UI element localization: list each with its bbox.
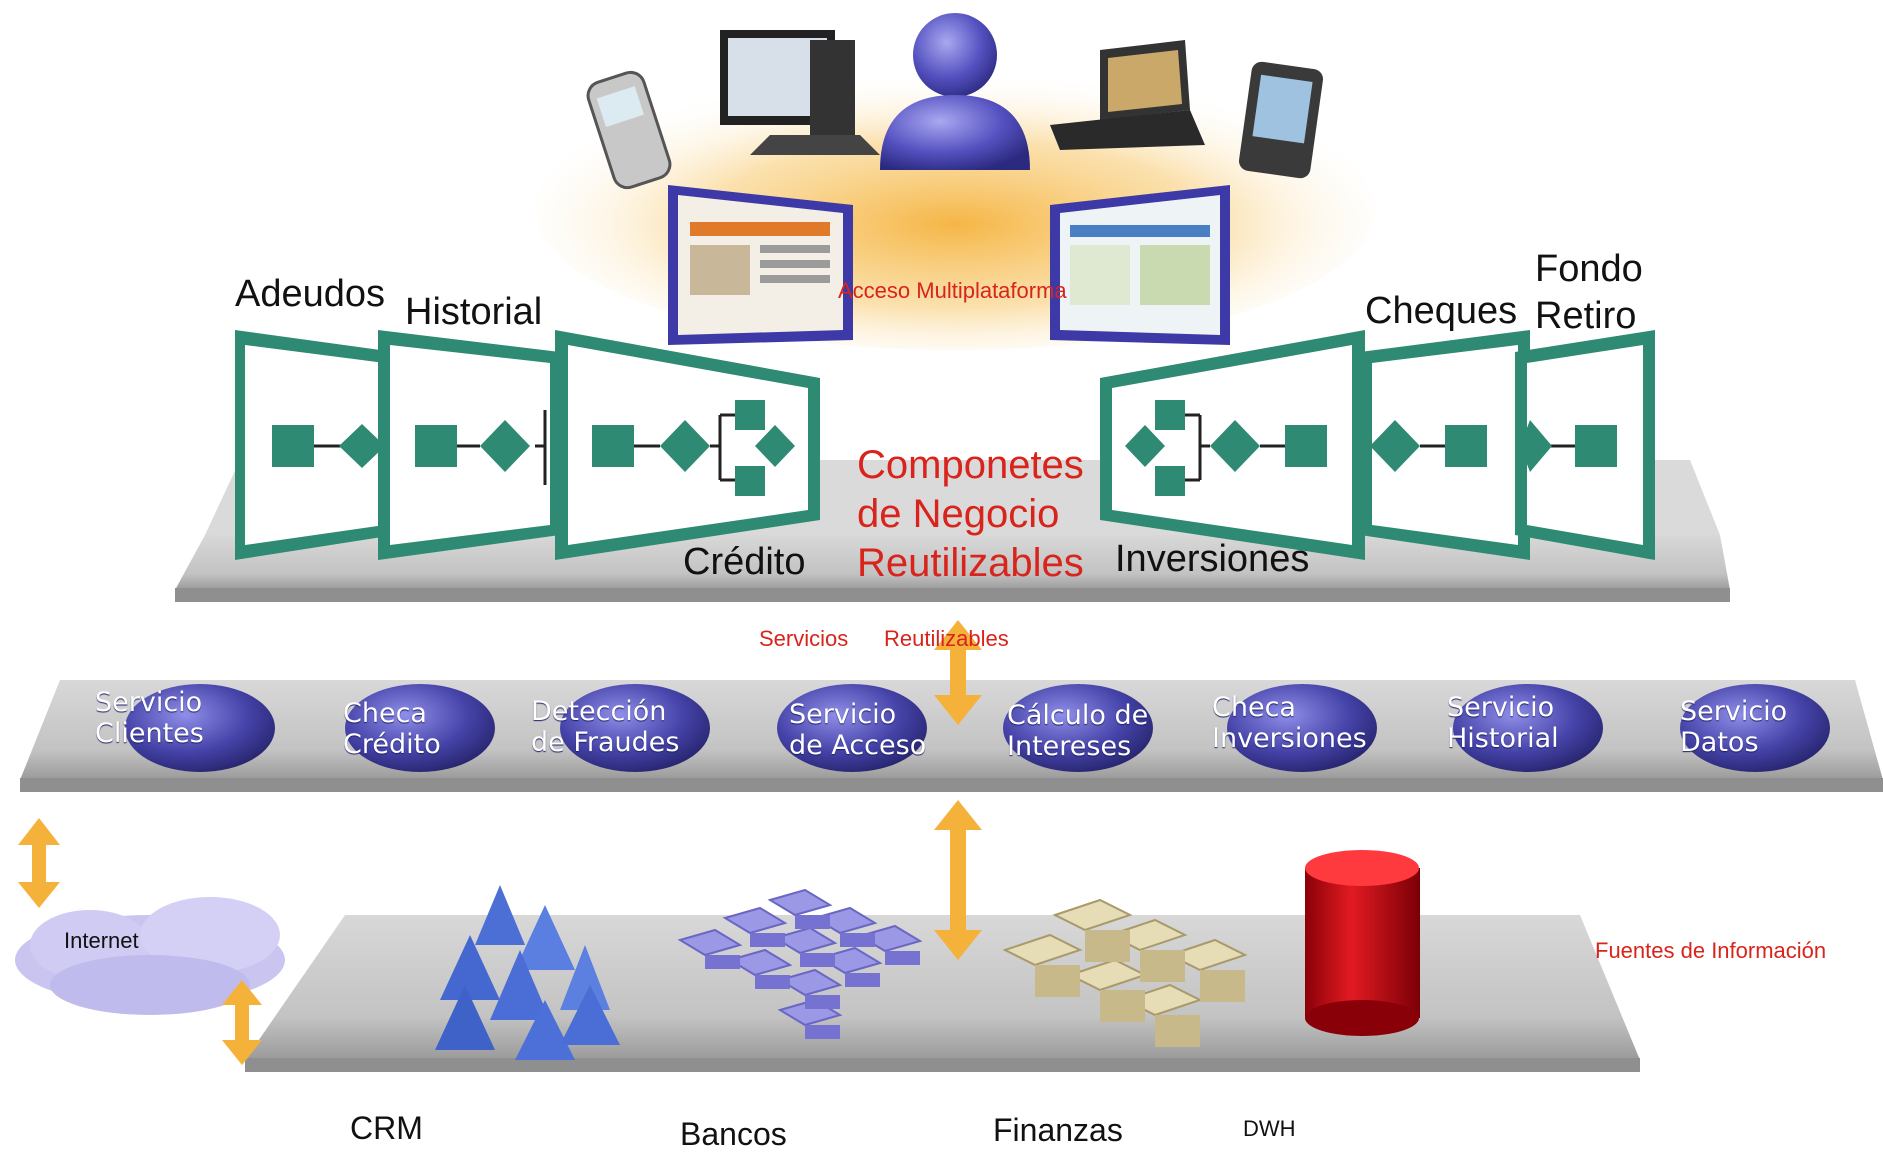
service-line: Historial: [1447, 723, 1559, 755]
process-frame-inversiones: [1100, 330, 1365, 560]
laptop-icon: [1050, 40, 1205, 150]
desktop-computer-icon: [720, 30, 880, 155]
service-disc: [1003, 684, 1153, 772]
service-line: Crédito: [343, 729, 441, 761]
double-arrow-internet-services: [18, 818, 60, 908]
component-label-credito: Crédito: [683, 541, 806, 583]
sources-title: Fuentes de Información: [1595, 938, 1827, 963]
services-platform: [20, 680, 1883, 792]
service-calculo-intereses: Cálculo de Intereses: [1007, 700, 1187, 762]
service-disc: [125, 684, 275, 772]
service-disc: [1680, 684, 1830, 772]
cloud-icon: [15, 897, 285, 1015]
blocks-icon: [1002, 898, 1248, 1047]
components-title-line: de Negocio: [857, 491, 1060, 536]
service-line: Servicio: [1680, 696, 1788, 727]
service-checa-inversiones: Checa Inversiones: [1212, 692, 1392, 754]
components-title-line: Reutilizables: [857, 540, 1084, 585]
component-label-historial: Historial: [405, 291, 543, 333]
service-checa-credito: Checa Crédito: [343, 698, 523, 760]
service-line: Inversiones: [1212, 723, 1367, 755]
double-arrow-sources-services: [934, 800, 982, 960]
service-line: Clientes: [95, 718, 204, 750]
service-line: de Acceso: [789, 730, 927, 762]
service-line: de Fraudes: [531, 727, 680, 759]
component-label-inversiones: Inversiones: [1115, 538, 1310, 580]
service-acceso: Servicio de Acceso: [789, 699, 969, 761]
service-deteccion-fraudes: Detección de Fraudes: [531, 696, 711, 758]
service-disc: [345, 684, 495, 772]
service-line: Servicio: [789, 699, 897, 730]
pda-icon: [1238, 61, 1324, 179]
process-frame-fondo-retiro: [1515, 330, 1655, 560]
service-clientes: Servicio Clientes: [95, 687, 275, 749]
service-disc: [1227, 684, 1377, 772]
internet-label: Internet: [64, 928, 139, 953]
service-line: Intereses: [1007, 731, 1132, 763]
user-icon: [880, 13, 1030, 170]
component-label-adeudos: Adeudos: [235, 273, 386, 315]
component-label-cheques: Cheques: [1365, 290, 1518, 332]
service-line: Cálculo de: [1007, 700, 1149, 731]
browser-window-icon: [1050, 185, 1230, 345]
browser-window-icon: [668, 185, 853, 345]
services-label-1: Servicios: [759, 626, 849, 651]
component-label-fondo: Fondo: [1535, 248, 1643, 290]
service-line: Detección: [531, 696, 667, 727]
access-label: Acceso Multiplataforma: [838, 278, 1067, 303]
service-line: Servicio: [95, 687, 203, 718]
double-arrow-internet-sources: [222, 980, 262, 1065]
service-disc: [1453, 684, 1603, 772]
process-frame-historial: [378, 330, 560, 560]
database-icon: [1305, 850, 1420, 1036]
source-label-finanzas: Finanzas: [993, 1112, 1123, 1148]
process-frame-adeudos: [235, 330, 395, 560]
service-line: Checa: [343, 698, 427, 729]
service-line: Datos: [1680, 727, 1759, 759]
service-discs: [125, 684, 1830, 772]
process-frame-cheques: [1360, 330, 1530, 560]
component-label-retiro: Retiro: [1535, 295, 1637, 337]
pyramids-icon: [435, 885, 620, 1060]
service-historial: Servicio Historial: [1447, 692, 1627, 754]
service-disc: [560, 684, 710, 772]
service-line: Servicio: [1447, 692, 1555, 723]
double-arrow-services-components: [934, 620, 982, 725]
source-label-crm: CRM: [350, 1110, 423, 1146]
service-line: Checa: [1212, 692, 1296, 723]
process-frame-credito: [555, 330, 820, 560]
components-title-line: Componetes: [857, 443, 1084, 487]
cubes-icon: [677, 888, 923, 1039]
source-label-dwh: DWH: [1243, 1116, 1296, 1141]
service-disc: [777, 684, 927, 772]
service-datos: Servicio Datos: [1680, 696, 1860, 758]
mobile-phone-icon: [586, 70, 672, 190]
services-label-2: Reutilizables: [884, 626, 1009, 651]
components-title: Componetes de Negocio Reutilizables: [857, 441, 1084, 587]
source-label-bancos: Bancos: [680, 1116, 787, 1152]
